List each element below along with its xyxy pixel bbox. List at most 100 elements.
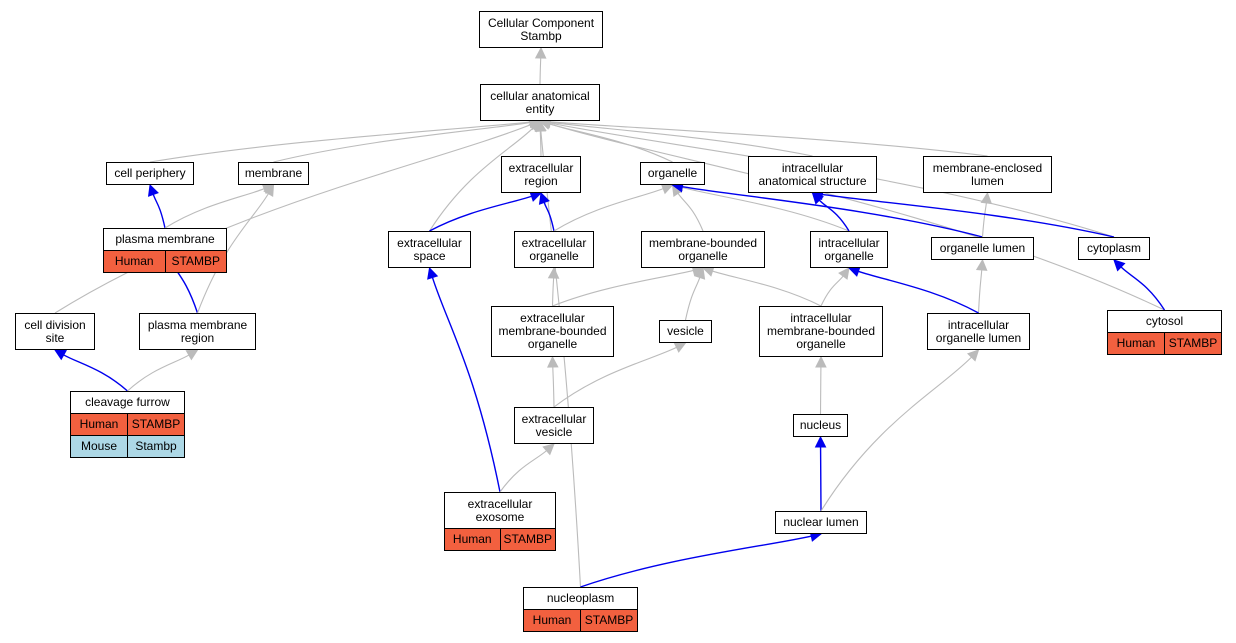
node-cytoplasm[interactable]: cytoplasm bbox=[1078, 237, 1150, 260]
node-label: cell periphery bbox=[107, 163, 193, 184]
node-nuclear-lumen[interactable]: nuclear lumen bbox=[775, 511, 867, 534]
edge-is-a bbox=[553, 188, 664, 232]
node-label-line: organelle bbox=[796, 337, 846, 351]
node-label: nuclear lumen bbox=[776, 512, 866, 533]
edge-is-a bbox=[551, 277, 555, 307]
node-label: plasma membrane bbox=[104, 229, 226, 250]
edge-is-a bbox=[196, 193, 269, 314]
edge-is-a bbox=[684, 277, 701, 321]
edge-arrowhead bbox=[547, 266, 560, 279]
annotation-species[interactable]: Human bbox=[1116, 336, 1156, 350]
annotation-gene[interactable]: STAMBP bbox=[1164, 333, 1221, 354]
node-organelle-lumen[interactable]: organelle lumen bbox=[931, 237, 1034, 260]
edge-part-of bbox=[152, 194, 166, 229]
annotation-gene[interactable]: STAMBP bbox=[580, 610, 637, 631]
edge-is-a bbox=[553, 346, 677, 408]
edge-is-a bbox=[429, 127, 534, 232]
node-label-line: site bbox=[45, 330, 65, 345]
edge-arrowhead bbox=[838, 267, 850, 280]
annotation-gene[interactable]: Stambp bbox=[127, 436, 184, 457]
node-label-line: nuclear lumen bbox=[783, 515, 859, 529]
node-label-line: organelle lumen bbox=[939, 241, 1026, 255]
node-label-line: intracellular bbox=[781, 160, 844, 175]
node-label-line: region bbox=[180, 330, 215, 345]
node-organelle[interactable]: organelle bbox=[640, 162, 705, 185]
edge-arrowhead bbox=[815, 355, 827, 368]
annotation-row: Human STAMBP bbox=[71, 413, 184, 435]
node-nucleus[interactable]: nucleus bbox=[793, 414, 848, 437]
edge-is-a bbox=[712, 270, 822, 307]
edge-is-a bbox=[499, 450, 547, 493]
edge-is-a bbox=[981, 202, 987, 238]
node-label-line: anatomical structure bbox=[758, 173, 867, 188]
annotation-species[interactable]: Mouse bbox=[80, 439, 118, 453]
edge-is-a bbox=[682, 186, 850, 232]
node-label: organelle bbox=[641, 163, 704, 184]
node-label-line: extracellular bbox=[521, 235, 587, 250]
annotation-row: Human STAMBP bbox=[524, 609, 637, 631]
node-label-line: nucleus bbox=[799, 418, 842, 432]
edge-is-a bbox=[54, 124, 531, 314]
edge-is-a bbox=[552, 269, 694, 307]
node-label-line: intracellular bbox=[947, 317, 1010, 332]
node-label: vesicle bbox=[660, 321, 711, 342]
annotation-species[interactable]: Human bbox=[532, 613, 572, 627]
edge-part-of bbox=[818, 199, 850, 232]
node-membrane[interactable]: membrane bbox=[238, 162, 309, 185]
node-label-line: extracellular bbox=[467, 496, 533, 511]
annotation-species[interactable]: Human bbox=[79, 417, 119, 431]
node-label: cleavage furrow bbox=[71, 392, 184, 413]
node-label-line: membrane-bounded bbox=[498, 324, 607, 338]
edge-is-a bbox=[820, 275, 844, 307]
node-label-line: membrane-bounded bbox=[766, 324, 876, 338]
node-label-line: organelle lumen bbox=[935, 330, 1022, 345]
annotation-gene[interactable]: STAMBP bbox=[164, 251, 227, 272]
node-label: nucleus bbox=[794, 415, 847, 436]
node-label-line: cytosol bbox=[1145, 314, 1184, 328]
node-label-line: membrane-enclosed bbox=[932, 160, 1043, 175]
node-label-line: organelle bbox=[527, 337, 578, 351]
annotation-species[interactable]: Human bbox=[452, 532, 492, 546]
annotation-gene[interactable]: STAMBP bbox=[127, 414, 184, 435]
edge-part-of bbox=[682, 185, 983, 238]
node-label-line: exosome bbox=[475, 509, 525, 524]
edge-arrowhead bbox=[980, 191, 993, 205]
edge-arrowhead bbox=[538, 191, 550, 205]
node-label-line: extracellular bbox=[520, 311, 585, 325]
edge-arrowhead bbox=[535, 119, 547, 132]
edge-arrowhead bbox=[185, 349, 199, 361]
node-cell-periphery[interactable]: cell periphery bbox=[106, 162, 194, 185]
node-label-line: intracellular bbox=[790, 311, 852, 325]
edge-arrowhead bbox=[814, 435, 827, 448]
annotation-species[interactable]: Human bbox=[114, 254, 154, 268]
node-vesicle[interactable]: vesicle bbox=[659, 320, 712, 343]
node-label-line: intracellular bbox=[818, 235, 880, 250]
annotation-gene[interactable]: STAMBP bbox=[499, 529, 556, 550]
